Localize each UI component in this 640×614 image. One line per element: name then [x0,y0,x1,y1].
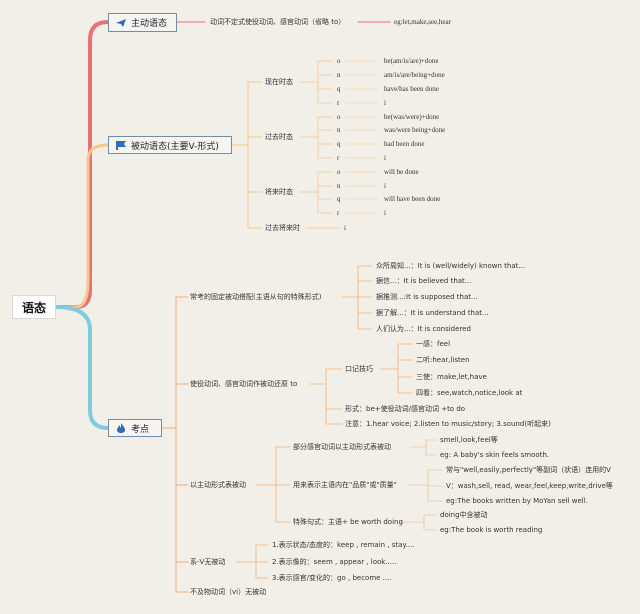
mnemonic-tip: 二听:hear,listen [416,356,470,364]
present-tense-label: 现在时态 [265,78,293,86]
branch-active-line [54,20,110,309]
passive-voice-node[interactable]: 被动语态(主要V-形式) [108,136,232,154]
past-letter: q [337,140,341,148]
linking-verb-item: 3.表示感官/变化的：go , become .... [272,574,392,582]
present-letter: n [337,71,341,79]
present-form: i [384,99,386,107]
past-form: be(was/were)+done [384,113,440,121]
future-letter: q [337,195,341,203]
future-form: will be done [384,168,419,176]
future-tense-label: 将来时态 [265,188,293,196]
quality-line1: 常与"well,easily,perfectly"等副词（状语）连用的V [446,466,611,474]
linking-verb-label: 系-V无被动 [190,558,226,566]
flag-icon [116,141,126,150]
active-voice-note: 动词不定式使役动词、感官动词（省略 to） [210,18,346,26]
paper-plane-icon [116,18,126,27]
past-form: was/were being+done [384,126,446,134]
fixed-collocation-item: 据了解...：It is understand that... [376,309,489,317]
present-form: be(am/is/are)+done [384,57,439,65]
past-letter: n [337,126,341,134]
fixed-collocation-item: 众所周知...：It is (well/widely) known that..… [376,262,526,270]
linking-verb-item: 1.表示状态/态度的：keep , remain , stay.... [272,541,415,549]
intransitive-label: 不及物动词（vi）无被动 [190,588,267,596]
present-form: am/is/are/being+done [384,71,445,79]
present-form: have/has been done [384,85,439,93]
sense-verbs-label: 部分感官动词以主动形式表被动 [293,443,391,451]
future-form: i [384,209,386,217]
fixed-collocation-item: 据推测...:It is supposed that... [376,293,478,301]
past-letter: r [337,154,340,162]
fixed-collocation-item: 人们认为...：It is considered [376,325,471,333]
branch-exam-line [54,305,110,430]
quality-example: eg:The books written by MoYan sell well. [446,497,588,505]
past-tense-label: 过去时态 [265,133,293,141]
worth-doing-note: doing中含被动 [440,511,488,519]
past-form: had been done [384,140,425,148]
worth-doing-label: 特殊句式：主语+ be worth doing [293,518,403,526]
worth-doing-example: eg:The book is worth reading [440,526,543,534]
quality-label: 用来表示主语内在"品质"或"质量" [293,481,397,489]
exam-points-title: 考点 [131,424,150,435]
causative-label: 使役动词、感官动词作被动还原 to [190,380,298,388]
branch-passive-line [54,143,110,309]
flame-icon [117,423,125,433]
root-node-voice[interactable]: 语态 [12,295,56,319]
future-form: will have been done [384,195,441,203]
sense-verbs-example: eg: A baby's skin feels smooth. [440,451,550,459]
future-form: i [384,182,386,190]
causative-note: 注意：1.hear voice; 2.listen to music/story… [345,420,551,428]
mnemonic-tip: 一感：feel [416,340,451,348]
future-letter: r [337,209,340,217]
fixed-collocation-item: 据信...：It is believed that... [376,277,472,285]
future-past-tense-label: 过去将来时 [265,224,300,232]
causative-form: 形式：be+使役动词/感官动词 +to do [345,405,466,413]
mnemonic-tip: 四看：see,watch,notice,look at [416,389,523,397]
future-letter: n [337,182,341,190]
linking-verb-item: 2.表示像的：seem , appear , look..... [272,558,397,566]
past-letter: o [337,113,341,121]
exam-points-node[interactable]: 考点 [108,419,162,437]
sense-verbs-words: smell,look,feel等 [440,436,498,444]
active-voice-title: 主动语态 [131,19,168,29]
future-past-form: i [344,224,346,232]
future-letter: o [337,168,341,176]
present-letter: q [337,85,341,93]
mnemonic-tip: 三使：make,let,have [416,373,487,381]
present-letter: r [337,99,340,107]
mnemonic-label: 口记技巧 [345,365,373,373]
fixed-collocation-label: 常考的固定被动搭配(主语从句的特殊形式) [190,293,322,301]
passive-voice-title: 被动语态(主要V-形式) [131,141,219,152]
past-form: i [384,154,386,162]
active-voice-node[interactable]: 主动语态 [108,13,177,32]
active-voice-example: eg:let,make,see,hear [394,18,451,26]
quality-line2: V：wash,sell, read, wear,feel,keep,write,… [446,482,613,490]
present-letter: o [337,57,341,65]
active-form-passive-label: 以主动形式表被动 [190,481,246,489]
